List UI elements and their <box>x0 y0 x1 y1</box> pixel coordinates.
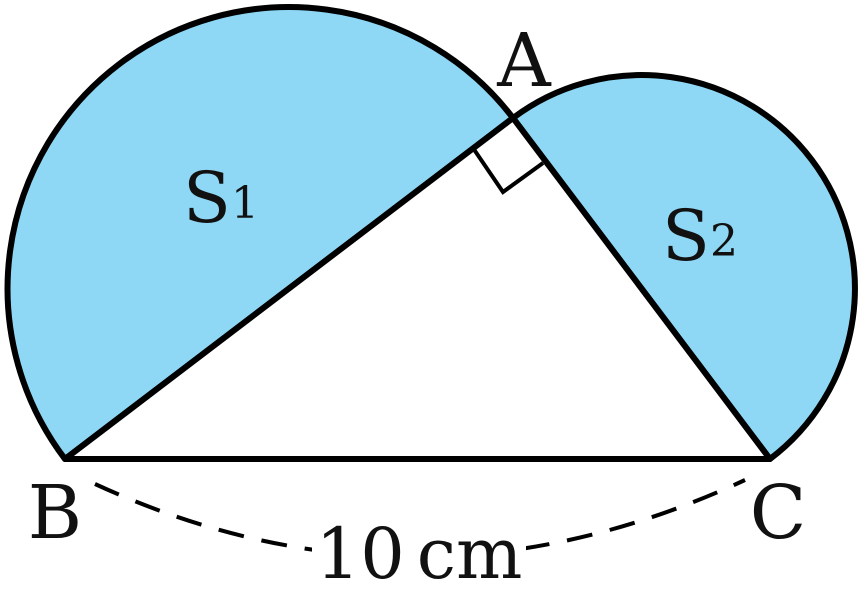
vertex-label-a: A <box>496 18 552 104</box>
triangle-abc <box>62 115 773 462</box>
region-s2-letter: S <box>662 195 710 277</box>
region-label-s2: S2 <box>662 195 738 277</box>
region-s2-subscript: 2 <box>710 216 738 267</box>
dimension-unit: cm <box>417 513 523 595</box>
vertex-label-b: B <box>28 470 82 556</box>
dimension-arc <box>94 478 746 559</box>
vertex-label-c: C <box>750 470 807 556</box>
region-s1-letter: S <box>183 157 231 239</box>
region-s1-subscript: 1 <box>231 178 259 229</box>
semicircle-s2 <box>510 72 858 462</box>
dimension-value: 10 <box>316 513 405 595</box>
semicircle-s1 <box>4 4 516 462</box>
right-angle-marker <box>471 146 545 195</box>
dimension-label-backdrop <box>312 520 526 586</box>
region-label-s1: S1 <box>183 157 259 239</box>
